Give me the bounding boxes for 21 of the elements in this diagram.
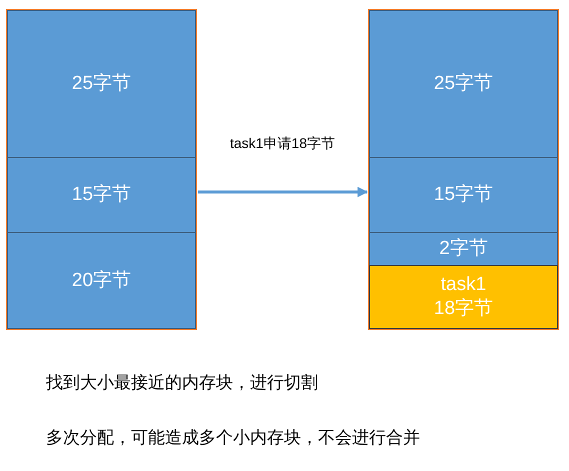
memory-block (369, 157, 558, 233)
block-label: 18字节 (434, 297, 494, 321)
block-label: 15字节 (72, 183, 132, 207)
memory-column (368, 9, 559, 330)
memory-block (369, 10, 558, 158)
memory-block (7, 232, 196, 329)
block-label: 15字节 (434, 183, 494, 207)
allocated-block (369, 265, 558, 329)
block-label: 25字节 (72, 72, 132, 96)
block-label: task1 (440, 273, 486, 297)
block-label: 2字节 (439, 237, 488, 261)
note-text: 找到大小最接近的内存块，进行切割 (46, 372, 318, 394)
memory-block (7, 157, 196, 233)
note-text: 多次分配，可能造成多个小内存块，不会进行合并 (46, 427, 420, 449)
memory-block (369, 232, 558, 266)
block-label: 20字节 (72, 268, 132, 292)
edge-label: task1申请18字节 (228, 135, 338, 152)
memory-column (6, 9, 197, 330)
block-label: 25字节 (434, 72, 494, 96)
memory-block (7, 10, 196, 158)
arrow (198, 186, 368, 198)
